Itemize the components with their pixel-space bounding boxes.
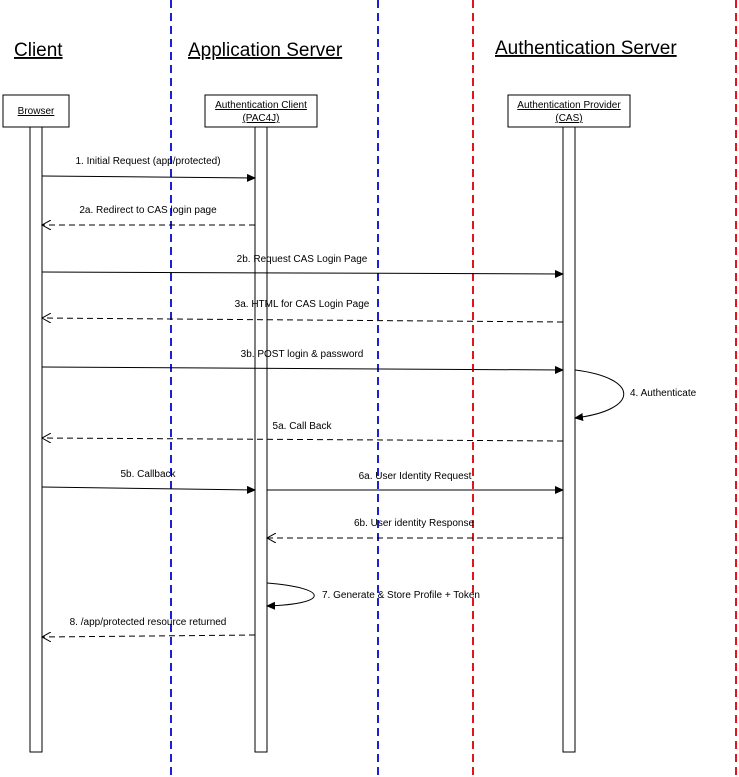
message-8-arrow <box>42 635 256 637</box>
zone-title-client: Client <box>14 40 63 61</box>
message-4-label: 4. Authenticate <box>630 388 697 399</box>
message-6a-label: 6a. User Identity Request <box>359 471 472 482</box>
participant-box-browser <box>2 94 70 128</box>
participant-label-browser: Browser <box>18 106 55 117</box>
message-7-arrow <box>266 582 315 610</box>
participant-box-auth-client <box>204 94 318 128</box>
message-2b-label: 2b. Request CAS Login Page <box>237 254 368 265</box>
message-2a-label: 2a. Redirect to CAS login page <box>79 205 217 216</box>
participant-sublabel-auth-provider: (CAS) <box>555 113 582 124</box>
lifeline-auth-provider <box>562 126 576 753</box>
participant-label-auth-provider: Authentication Provider <box>517 100 621 111</box>
lifeline-browser <box>29 126 43 753</box>
message-5a-arrow <box>42 438 564 441</box>
zone-title-authentication-server: Authentication Server <box>495 38 677 59</box>
message-3a-label: 3a. HTML for CAS Login Page <box>235 299 370 310</box>
message-3a-arrow <box>42 318 564 322</box>
message-6b-label: 6b. User identity Response <box>354 518 475 529</box>
participant-label-auth-client: Authentication Client <box>215 100 307 111</box>
message-3b-arrow <box>41 365 564 374</box>
zone-title-application-server: Application Server <box>188 40 343 61</box>
message-5a-label: 5a. Call Back <box>273 421 333 432</box>
message-4-arrow <box>574 369 624 421</box>
message-2b-arrow <box>41 269 564 278</box>
participant-box-auth-provider <box>507 94 631 128</box>
message-3b-label: 3b. POST login & password <box>241 349 364 360</box>
message-5b-arrow <box>41 485 256 494</box>
message-7-label: 7. Generate & Store Profile + Token <box>322 590 480 601</box>
message-8-label: 8. /app/protected resource returned <box>70 617 227 628</box>
message-1-label: 1. Initial Request (app/protected) <box>75 156 220 167</box>
message-5b-label: 5b. Callback <box>120 469 176 480</box>
participant-sublabel-auth-client: (PAC4J) <box>242 113 279 124</box>
message-1-arrow <box>41 173 256 182</box>
